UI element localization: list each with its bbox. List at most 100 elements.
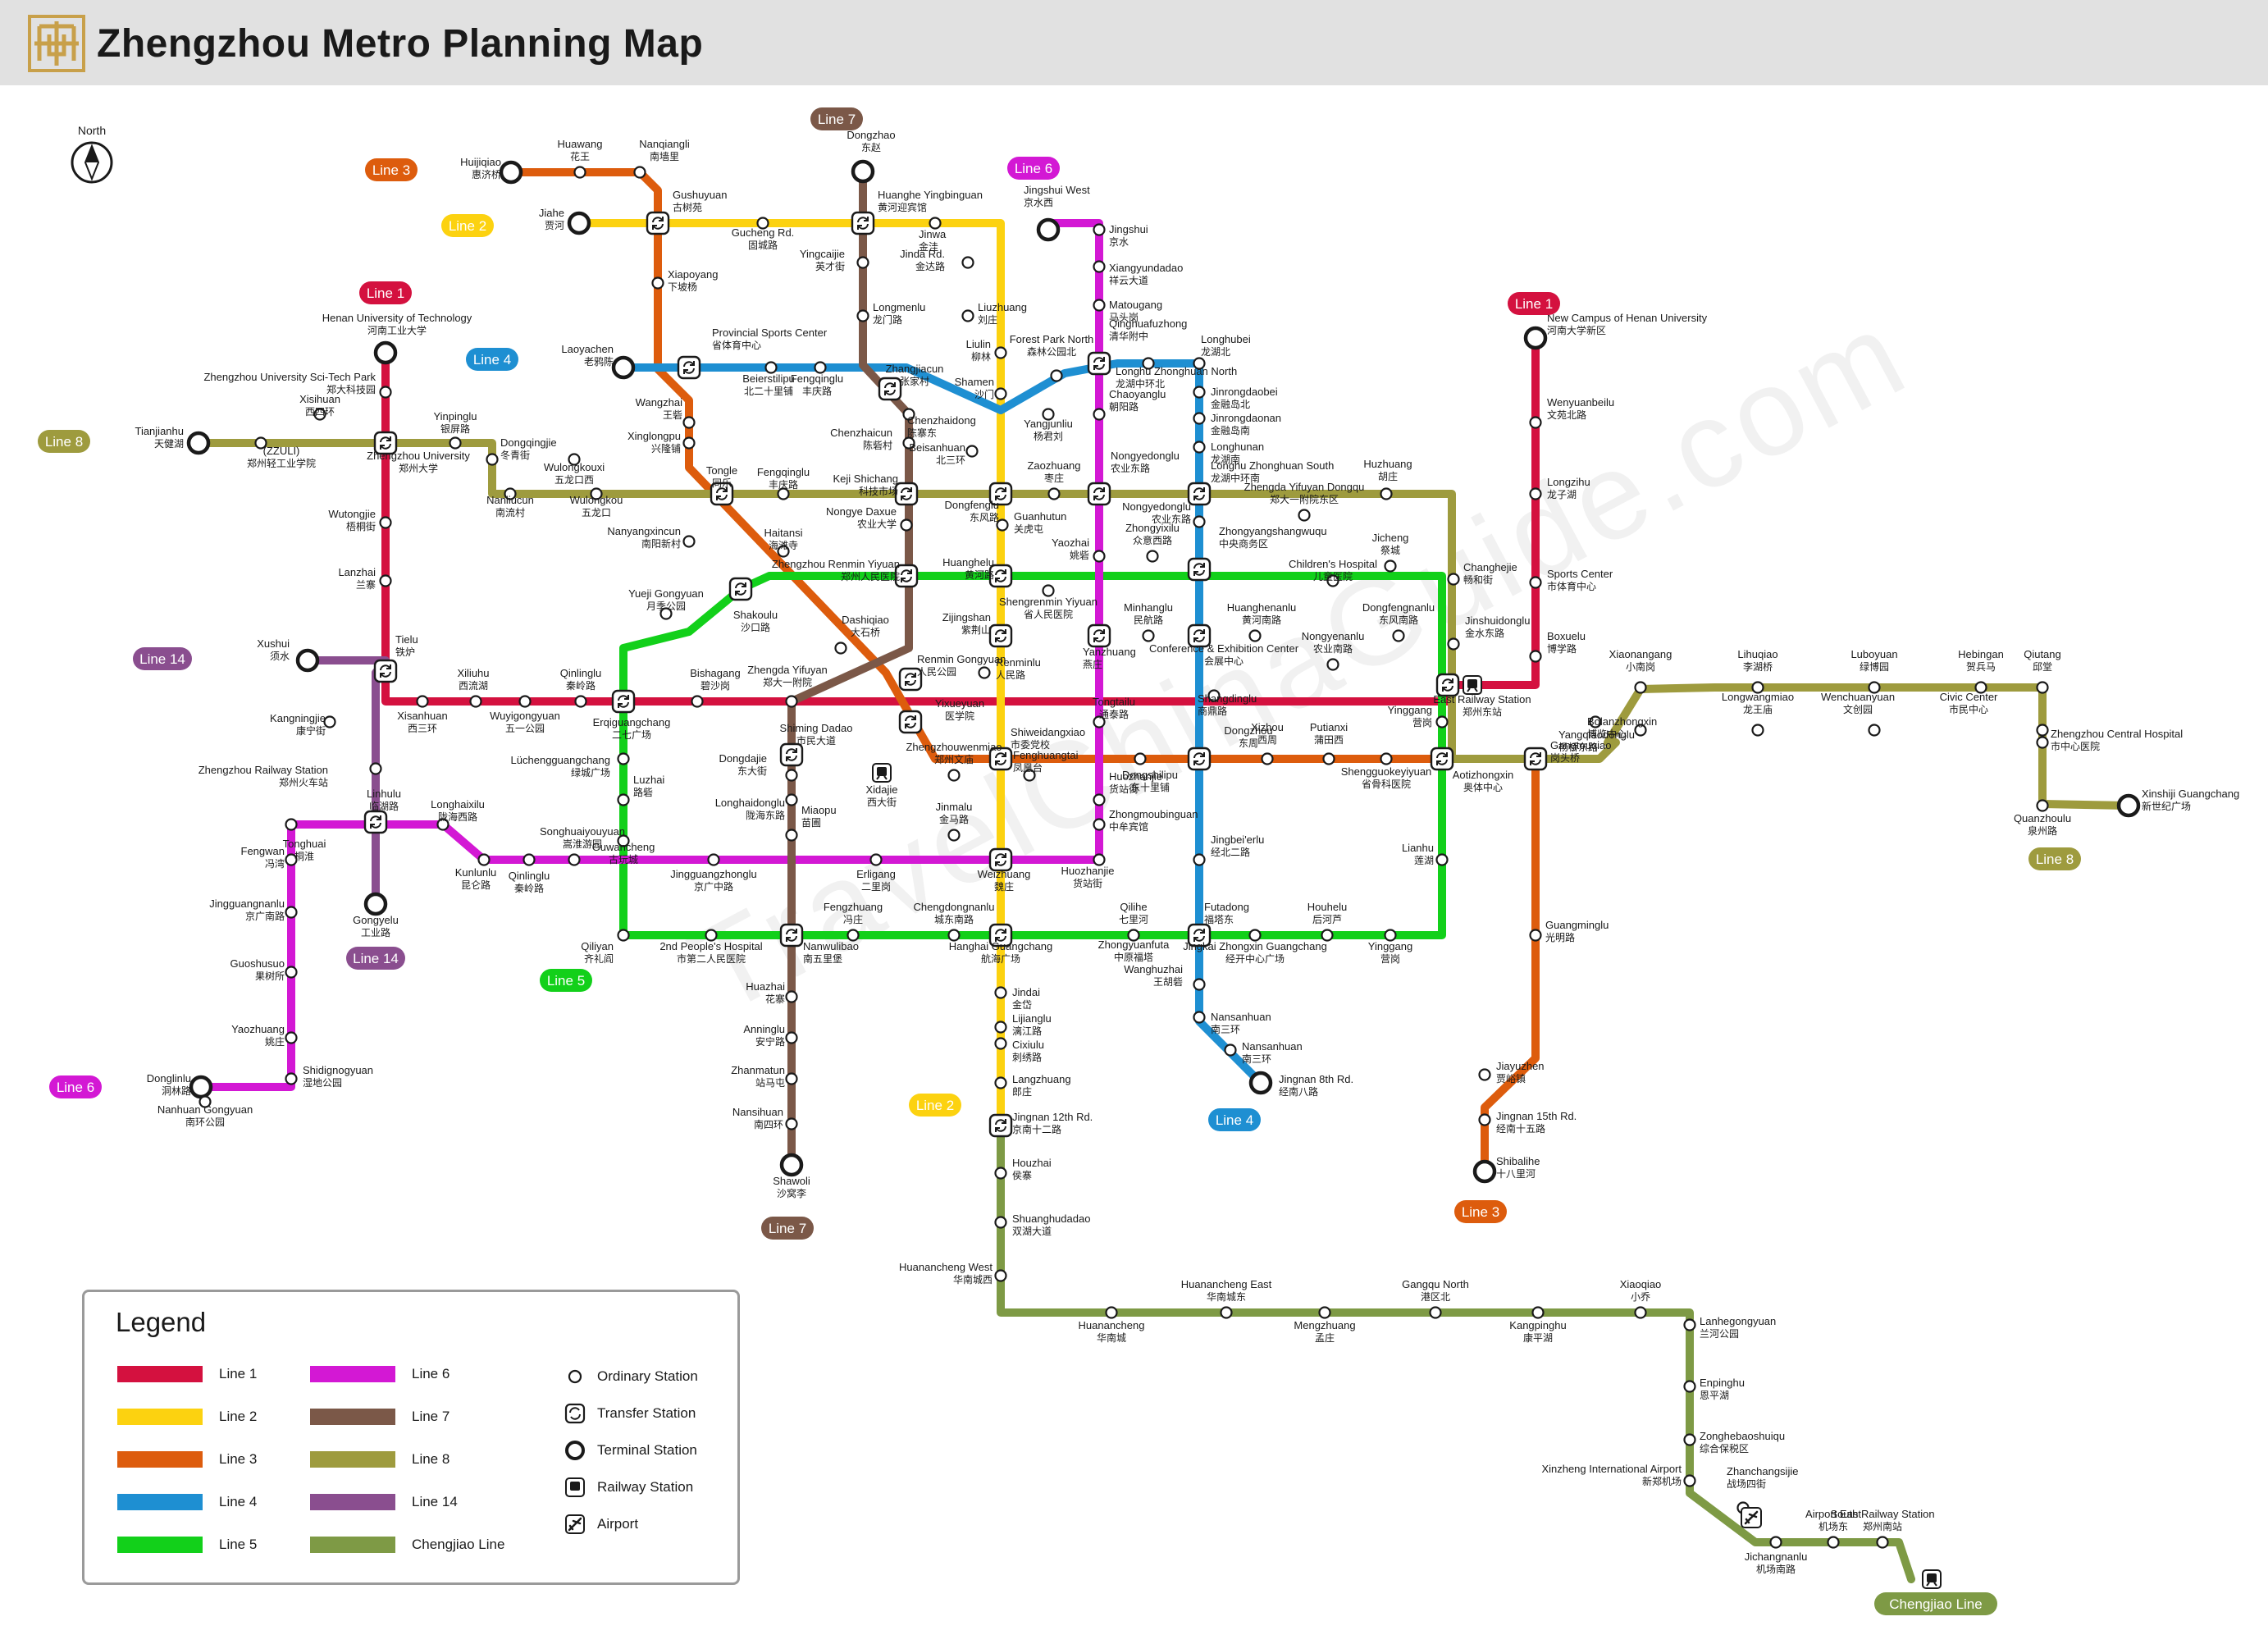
station-zhengda-yifuyan-dongqu[interactable] xyxy=(1298,509,1311,522)
station-wutongjie[interactable] xyxy=(379,516,392,529)
station-qiliyan[interactable] xyxy=(617,929,630,942)
station-shamen[interactable] xyxy=(994,387,1007,400)
station-matougang[interactable] xyxy=(1093,299,1106,312)
station-wanghuzhai[interactable] xyxy=(1193,978,1206,991)
station-tongle[interactable] xyxy=(710,482,734,506)
station-huzhuang[interactable] xyxy=(1380,487,1393,500)
station-nanwulibao[interactable] xyxy=(779,923,804,948)
station-liuzhuang[interactable] xyxy=(961,309,974,322)
station-cixiulu[interactable] xyxy=(994,1037,1007,1050)
line-badge[interactable]: Line 8 xyxy=(38,430,90,453)
station-shawoli[interactable] xyxy=(779,1153,804,1177)
station-gucheng-rd[interactable] xyxy=(756,217,769,230)
station-fengqinglu[interactable] xyxy=(814,361,827,374)
station-nansihuan[interactable] xyxy=(785,1117,798,1130)
station-luzhai[interactable] xyxy=(617,793,630,806)
station-longhubei[interactable] xyxy=(1193,357,1206,370)
station-zhengzhou-renmin-yiyuan[interactable] xyxy=(894,564,919,588)
station-bolanzhongxin[interactable] xyxy=(1589,715,1602,728)
station-huozhanjie[interactable] xyxy=(1093,793,1106,806)
station-lanzhai[interactable] xyxy=(379,574,392,587)
station-shengguokeyiyuan[interactable] xyxy=(1380,752,1393,765)
station-houzhai[interactable] xyxy=(994,1167,1007,1180)
station-jingnan-12th-rd[interactable] xyxy=(988,1113,1013,1138)
station-jingnan-8th-rd[interactable] xyxy=(1248,1071,1273,1095)
station-longhu-zhonghuan-north[interactable] xyxy=(1142,357,1155,370)
station-jinwa[interactable] xyxy=(929,217,942,230)
station-wangzhai[interactable] xyxy=(682,416,696,429)
station-hanghai-guangchang[interactable] xyxy=(988,923,1013,948)
station-huanghelu[interactable] xyxy=(988,564,1013,588)
station-xushui[interactable] xyxy=(295,648,320,673)
station-nongyedonglu[interactable] xyxy=(1193,515,1206,528)
station-shangdinglu[interactable] xyxy=(1207,689,1221,702)
station-zhengzhou-university[interactable] xyxy=(373,431,398,455)
station-qiutang[interactable] xyxy=(2036,681,2049,694)
line-badge[interactable]: Line 14 xyxy=(133,647,192,670)
station-zhongmoubinguan[interactable] xyxy=(1093,818,1106,831)
station-qinghuafuzhong[interactable] xyxy=(1087,351,1111,376)
station-guoshusuo[interactable] xyxy=(285,966,298,979)
station-xizhou[interactable] xyxy=(1261,752,1274,765)
station-jinshuidonglu[interactable] xyxy=(1447,637,1460,651)
line-badge[interactable]: Line 1 xyxy=(359,281,412,304)
station-keji-shichang[interactable] xyxy=(894,482,919,506)
station-jingguangzhonglu[interactable] xyxy=(707,853,720,866)
station-lihuqiao[interactable] xyxy=(1751,681,1764,694)
station-children-s-hospital[interactable] xyxy=(1326,574,1339,587)
station-zhengzhou-central-hospital[interactable] xyxy=(2036,736,2049,749)
station-longhaixilu[interactable] xyxy=(436,818,449,831)
station-jinrongdaonan[interactable] xyxy=(1193,412,1206,425)
station-songhuaiyouyuan[interactable] xyxy=(568,853,581,866)
station-yingcaijie[interactable] xyxy=(856,256,869,269)
station-gangtouqiao[interactable] xyxy=(1523,747,1548,771)
station-lanhegongyuan[interactable] xyxy=(1683,1318,1696,1331)
station-new-campus-of-henan-university[interactable] xyxy=(1523,326,1548,350)
station-jindai[interactable] xyxy=(994,986,1007,999)
station-jinda-rd[interactable] xyxy=(961,256,974,269)
station-boxuelu[interactable] xyxy=(1529,650,1542,663)
station-longzihu[interactable] xyxy=(1529,487,1542,500)
line-badge[interactable]: Line 6 xyxy=(1007,157,1060,180)
station-nongyedonglu[interactable] xyxy=(1087,482,1111,506)
station-zhengda-yifuyan[interactable] xyxy=(785,695,798,708)
station-lijianglu[interactable] xyxy=(994,1021,1007,1034)
station-renminlu[interactable] xyxy=(978,666,991,679)
station-zhengzhouwenmiao[interactable] xyxy=(947,769,961,782)
station-erligang[interactable] xyxy=(869,853,883,866)
station-wenchuanyuan[interactable] xyxy=(1868,724,1881,737)
station-dashiqiao[interactable] xyxy=(834,642,847,655)
station-jicheng[interactable] xyxy=(1384,559,1397,573)
station-jiayuzhen[interactable] xyxy=(1478,1068,1491,1081)
station-qinlinglu[interactable] xyxy=(574,695,587,708)
station-kangpinghu[interactable] xyxy=(1531,1306,1545,1319)
station-yinggang[interactable] xyxy=(1384,929,1397,942)
station-renmin-gongyuan[interactable] xyxy=(898,667,923,692)
station-xiaoqiao[interactable] xyxy=(1634,1306,1647,1319)
station-zhengzhou-university-sci-tech-park[interactable] xyxy=(379,386,392,399)
station-yinggang[interactable] xyxy=(1435,715,1449,728)
station-nanyangxincun[interactable] xyxy=(682,535,696,548)
line-badge[interactable]: Line 4 xyxy=(466,348,518,371)
station-enpinghu[interactable] xyxy=(1683,1380,1696,1393)
station-guwancheng[interactable] xyxy=(617,834,630,847)
station-yixueyuan[interactable] xyxy=(898,710,923,734)
station-zhongyixilu[interactable] xyxy=(1146,550,1159,563)
station-huanghe-yingbinguan[interactable] xyxy=(851,211,875,235)
station-huawang[interactable] xyxy=(573,166,586,179)
station-gangqu-north[interactable] xyxy=(1429,1306,1442,1319)
station-xisanhuan[interactable] xyxy=(416,695,429,708)
station-luboyuan[interactable] xyxy=(1868,681,1881,694)
station-jichangnanlu[interactable] xyxy=(1769,1536,1782,1549)
station-anninglu[interactable] xyxy=(785,1031,798,1044)
station-guangminglu[interactable] xyxy=(1529,929,1542,942)
station-wuyigongyuan[interactable] xyxy=(518,695,532,708)
station-chenzhaicun[interactable] xyxy=(902,436,915,450)
station-zhongyangshangwuqu[interactable] xyxy=(1187,557,1212,582)
station-forest-park-north[interactable] xyxy=(1050,369,1063,382)
station-houhelu[interactable] xyxy=(1321,929,1334,942)
station-huijiqiao[interactable] xyxy=(499,160,523,185)
station-tongtailu[interactable] xyxy=(1093,715,1106,728)
station-dongzhao[interactable] xyxy=(851,159,875,184)
station-shengrenmin-yiyuan[interactable] xyxy=(1042,584,1055,597)
